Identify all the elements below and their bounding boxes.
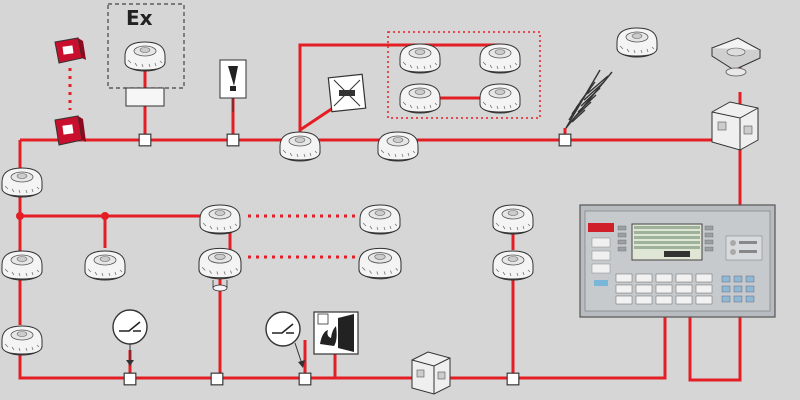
smoke-detector-icon[interactable] <box>1 167 43 198</box>
panel-logo-badge <box>588 223 614 232</box>
smoke-detector-icon[interactable] <box>1 325 43 356</box>
panel-keypad <box>594 273 755 305</box>
ex-zone: Ex <box>107 3 185 107</box>
interface-module-icon[interactable] <box>123 372 137 386</box>
sounder-flag-icon[interactable] <box>219 59 247 99</box>
switch-icon[interactable] <box>112 309 148 366</box>
manual-call-point-icon[interactable] <box>54 37 86 64</box>
smoke-detector-icon[interactable] <box>399 43 441 74</box>
smoke-detector-icon[interactable] <box>399 83 441 114</box>
fire-door-icon[interactable] <box>313 311 359 355</box>
detector-group-zone <box>387 31 541 119</box>
smoke-detector-icon[interactable] <box>199 204 241 235</box>
sounder-icon[interactable] <box>565 27 658 129</box>
junction-dots <box>16 212 109 220</box>
smoke-detector-icon[interactable] <box>124 41 166 72</box>
beacon-icon[interactable] <box>710 37 762 77</box>
ex-barrier-module[interactable] <box>125 87 165 107</box>
smoke-detector-icon[interactable] <box>377 131 419 162</box>
interface-module-icon[interactable] <box>298 372 312 386</box>
smoke-detector-icon[interactable] <box>359 204 401 235</box>
beam-detector-icon[interactable] <box>327 73 367 113</box>
smoke-detector-icon[interactable] <box>358 247 402 280</box>
panel-side-buttons <box>617 225 714 252</box>
interface-module-icon[interactable] <box>506 372 520 386</box>
smoke-detector-icon[interactable] <box>84 250 126 281</box>
ceiling-sounder-icon[interactable] <box>616 27 658 58</box>
switch-icon[interactable] <box>265 311 305 368</box>
fire-control-panel-icon[interactable] <box>579 204 776 318</box>
dotted-links <box>68 68 362 259</box>
heat-detector-icon[interactable] <box>198 247 242 292</box>
interface-module-icon[interactable] <box>210 372 224 386</box>
manual-call-point-icon[interactable] <box>54 115 86 146</box>
smoke-detector-icon[interactable] <box>479 43 521 74</box>
smoke-detector-icon[interactable] <box>1 250 43 281</box>
smoke-detector-icon[interactable] <box>279 131 321 162</box>
ex-zone-label: Ex <box>126 6 153 30</box>
interface-module-icon[interactable] <box>558 133 572 147</box>
interface-module-icon[interactable] <box>226 133 240 147</box>
smoke-detector-icon[interactable] <box>479 83 521 114</box>
smoke-detector-icon[interactable] <box>492 250 534 281</box>
junction-box-icon[interactable] <box>711 101 759 151</box>
panel-status-area <box>725 235 763 261</box>
smoke-detector-icon[interactable] <box>492 204 534 235</box>
junction-box-icon[interactable] <box>411 351 451 395</box>
interface-module-icon[interactable] <box>138 133 152 147</box>
